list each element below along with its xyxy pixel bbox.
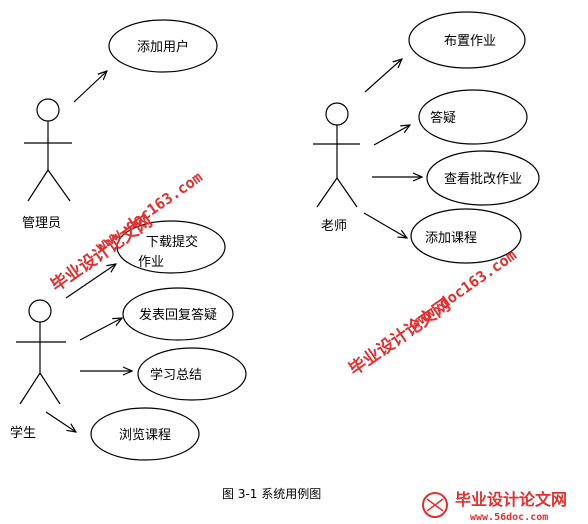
usecase-post-reply-ellipse [122, 287, 234, 341]
usecase-add-course-ellipse [410, 208, 522, 264]
usecase-browse-ellipse [90, 407, 200, 461]
actor-student-head [28, 299, 52, 323]
site-logo-emblem-icon [422, 492, 448, 518]
site-logo-emblem-mark-icon [426, 498, 444, 512]
actor-student-right-leg [39, 372, 61, 405]
arrow-teacher-add-course [363, 212, 407, 238]
usecase-add-user: 添加用户 [108, 19, 218, 73]
arrow-student-browse [45, 411, 76, 432]
usecase-download: 下载提交 作业 [116, 220, 226, 274]
usecase-qa-ellipse [418, 89, 528, 145]
usecase-review: 查看批改作业 [426, 150, 540, 206]
actor-admin-left-leg [27, 169, 49, 202]
figure-caption: 图 3-1 系统用例图 [222, 487, 321, 501]
usecase-summary-ellipse [137, 347, 247, 401]
actor-teacher-label: 老师 [321, 219, 347, 234]
usecase-download-ellipse [116, 220, 226, 274]
actor-teacher-head [325, 102, 349, 126]
usecase-review-label: 查看批改作业 [444, 171, 522, 187]
usecase-add-user-ellipse [108, 19, 218, 73]
actor-student-left-leg [19, 372, 41, 405]
usecase-qa-label: 答疑 [430, 110, 456, 126]
actor-teacher-right-leg [336, 177, 358, 208]
usecase-browse-label: 浏览课程 [119, 427, 171, 443]
usecase-qa: 答疑 [418, 89, 528, 145]
usecase-add-course-label: 添加课程 [425, 231, 477, 246]
actor-admin: 管理员 [22, 98, 72, 231]
site-logo-url: www.56doc.com [470, 512, 548, 523]
site-logo-name: 毕业设计论文网 [455, 490, 567, 509]
arrow-teacher-qa [373, 125, 410, 146]
actor-teacher-left-leg [316, 177, 338, 208]
usecase-post-reply-label: 发表回复答疑 [139, 307, 217, 323]
actor-admin-right-leg [47, 169, 71, 202]
site-logo: 毕业设计论文网 www.56doc.com [422, 490, 567, 523]
actor-teacher: 老师 [313, 102, 360, 234]
actor-student: 学生 [10, 299, 66, 441]
usecase-download-label-line1: 下载提交 [146, 234, 198, 250]
actor-admin-head [36, 98, 60, 122]
actor-admin-label: 管理员 [22, 216, 61, 231]
usecase-assign-ellipse [408, 11, 526, 69]
arrow-student-download [65, 264, 116, 299]
arrow-admin-add-user [73, 71, 107, 103]
usecase-assign-label: 布置作业 [444, 34, 496, 49]
usecase-post-reply: 发表回复答疑 [122, 287, 234, 341]
usecase-add-user-label: 添加用户 [137, 39, 189, 55]
usecase-assign: 布置作业 [408, 11, 526, 69]
arrow-student-post-reply [79, 318, 122, 341]
actor-student-label: 学生 [10, 425, 36, 441]
usecase-summary: 学习总结 [137, 347, 247, 401]
usecase-add-course: 添加课程 [410, 208, 522, 264]
usecase-review-ellipse [426, 150, 540, 206]
usecase-browse: 浏览课程 [90, 407, 200, 461]
arrow-teacher-assign [364, 59, 402, 93]
usecase-download-label-line2: 作业 [138, 255, 164, 270]
usecase-summary-label: 学习总结 [150, 367, 202, 383]
